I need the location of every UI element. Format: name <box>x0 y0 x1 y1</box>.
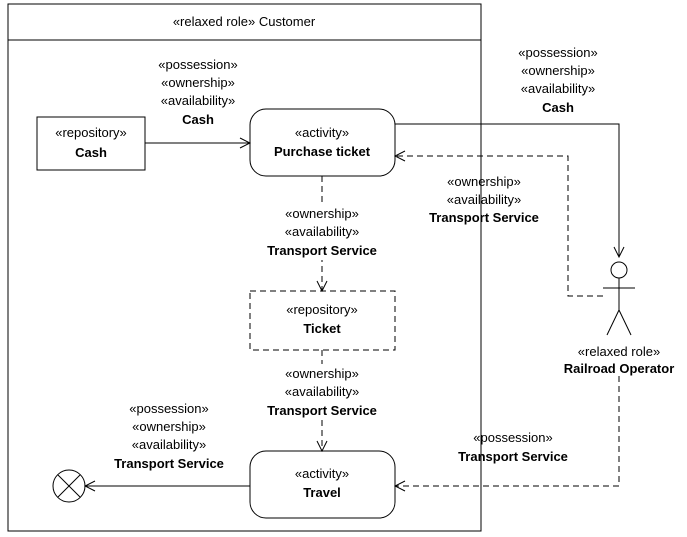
flow-cash-to-purchase[interactable]: «possession» «ownership» «availability» … <box>145 57 250 143</box>
customer-frame <box>7 3 482 532</box>
flow-operator-to-purchase-s1: «ownership» <box>447 174 521 189</box>
ticket-repository[interactable]: «repository» Ticket <box>249 290 396 351</box>
flow-purchase-to-operator-s2: «ownership» <box>521 63 595 78</box>
purchase-ticket-activity[interactable]: «activity» Purchase ticket <box>249 108 396 177</box>
railroad-operator-name: Railroad Operator <box>564 361 675 376</box>
actor-head <box>610 261 628 279</box>
flow-cash-to-purchase-name: Cash <box>182 112 214 127</box>
flow-purchase-to-operator[interactable]: «possession» «ownership» «availability» … <box>395 45 619 257</box>
cash-repository[interactable]: «repository» Cash <box>36 116 146 171</box>
flow-purchase-to-ticket-s2: «availability» <box>285 224 359 239</box>
railroad-operator-actor[interactable]: «relaxed role» Railroad Operator <box>564 261 675 376</box>
flow-purchase-to-ticket-label-bg <box>252 204 394 260</box>
flow-operator-to-travel[interactable]: «possession» Transport Service <box>395 376 620 486</box>
purchase-activity-stereotype: «activity» <box>295 125 349 140</box>
flow-purchase-to-operator-s3: «availability» <box>521 81 595 96</box>
flow-operator-to-purchase-s2: «availability» <box>447 192 521 207</box>
customer-title: «relaxed role» Customer <box>173 14 316 29</box>
customer-stereotype: «relaxed role» <box>173 14 255 29</box>
flow-ticket-to-travel-label-bg <box>252 364 394 420</box>
flow-purchase-to-ticket-s1: «ownership» <box>285 206 359 221</box>
customer-role[interactable]: «relaxed role» Customer <box>7 3 482 532</box>
flow-purchase-to-operator-line <box>395 123 619 257</box>
cash-repository-stereotype: «repository» <box>55 125 127 140</box>
flow-travel-to-end-name: Transport Service <box>114 456 224 471</box>
actor-right-leg <box>618 309 632 336</box>
flow-ticket-to-travel-s1: «ownership» <box>285 366 359 381</box>
flow-travel-to-end[interactable]: «possession» «ownership» «availability» … <box>85 401 250 486</box>
flow-purchase-to-operator-s1: «possession» <box>518 45 598 60</box>
ticket-repository-name: Ticket <box>303 321 341 336</box>
flow-operator-to-travel-name: Transport Service <box>458 449 568 464</box>
ticket-repository-stereotype: «repository» <box>286 302 358 317</box>
travel-activity-name: Travel <box>303 485 341 500</box>
flow-ticket-to-travel-s2: «availability» <box>285 384 359 399</box>
flow-cash-to-purchase-s2: «ownership» <box>161 75 235 90</box>
flow-operator-to-travel-s1: «possession» <box>473 430 553 445</box>
customer-name: Customer <box>259 14 316 29</box>
flow-purchase-to-ticket[interactable]: «ownership» «availability» Transport Ser… <box>252 176 394 291</box>
flow-purchase-to-operator-name: Cash <box>542 100 574 115</box>
travel-activity-stereotype: «activity» <box>295 466 349 481</box>
flow-operator-to-purchase[interactable]: «ownership» «availability» Transport Ser… <box>395 156 603 297</box>
flow-operator-to-purchase-line <box>395 156 603 297</box>
flow-travel-to-end-s1: «possession» <box>129 401 209 416</box>
actor-left-leg <box>606 309 620 336</box>
travel-activity[interactable]: «activity» Travel <box>249 450 396 519</box>
flow-cash-to-purchase-s1: «possession» <box>158 57 238 72</box>
flow-travel-to-end-s2: «ownership» <box>132 419 206 434</box>
railroad-operator-stereotype: «relaxed role» <box>578 344 660 359</box>
flow-travel-to-end-s3: «availability» <box>132 437 206 452</box>
flow-operator-to-purchase-name: Transport Service <box>429 210 539 225</box>
flow-purchase-to-ticket-name: Transport Service <box>267 243 377 258</box>
flow-cash-to-purchase-s3: «availability» <box>161 93 235 108</box>
flow-ticket-to-travel-name: Transport Service <box>267 403 377 418</box>
purchase-activity-name: Purchase ticket <box>274 144 371 159</box>
cash-repository-name: Cash <box>75 145 107 160</box>
flow-final-node[interactable] <box>52 469 86 503</box>
flow-ticket-to-travel[interactable]: «ownership» «availability» Transport Ser… <box>252 350 394 451</box>
flow-operator-to-travel-line <box>395 376 620 486</box>
